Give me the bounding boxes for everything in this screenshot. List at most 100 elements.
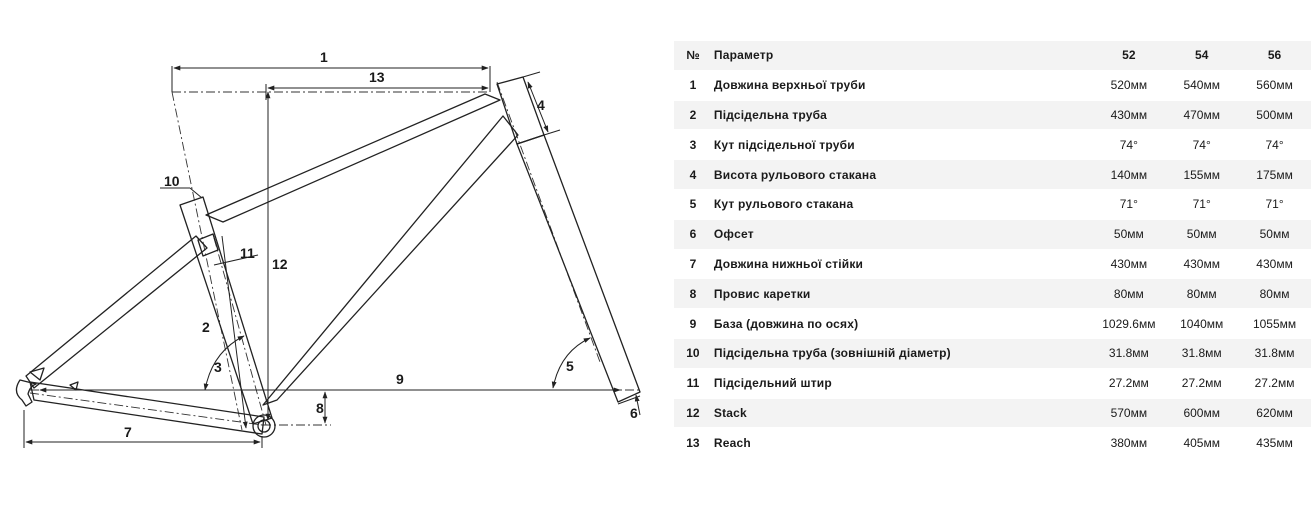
seat-stay xyxy=(25,235,208,389)
bike-frame xyxy=(15,76,641,438)
row-value-52: 430мм xyxy=(1092,249,1166,280)
header-size-56: 56 xyxy=(1238,41,1311,71)
dim-label-9: 9 xyxy=(396,371,404,387)
row-value-56: 27.2мм xyxy=(1238,368,1311,399)
dim-label-8: 8 xyxy=(316,400,324,416)
dim-label-2: 2 xyxy=(202,319,210,335)
row-param-name: Reach xyxy=(711,427,1093,459)
row-num: 10 xyxy=(674,338,712,369)
row-value-52: 71° xyxy=(1092,189,1166,220)
rear-dropout xyxy=(15,379,37,407)
dim-label-1: 1 xyxy=(320,49,328,65)
row-num: 7 xyxy=(674,249,712,280)
row-value-52: 80мм xyxy=(1092,278,1166,310)
row-num: 1 xyxy=(674,70,712,101)
row-param-name: Stack xyxy=(711,398,1093,429)
row-num: 5 xyxy=(674,189,712,220)
row-value-56: 74° xyxy=(1238,129,1311,161)
row-num: 8 xyxy=(674,278,712,310)
row-value-56: 430мм xyxy=(1238,249,1311,280)
row-value-52: 520мм xyxy=(1092,70,1166,101)
row-num: 2 xyxy=(674,100,712,131)
row-value-56: 560мм xyxy=(1238,70,1311,101)
row-param-name: Довжина верхньої труби xyxy=(711,70,1093,101)
row-num: 13 xyxy=(674,427,712,459)
row-value-52: 31.8мм xyxy=(1092,338,1166,369)
row-value-54: 1040мм xyxy=(1165,308,1239,339)
row-param-name: Підсідельний штир xyxy=(711,368,1093,399)
row-value-54: 470мм xyxy=(1165,100,1239,131)
row-value-52: 74° xyxy=(1092,129,1166,161)
row-value-52: 380мм xyxy=(1092,427,1166,459)
row-value-54: 540мм xyxy=(1165,70,1239,101)
row-value-52: 1029.6мм xyxy=(1092,308,1166,339)
dim-label-10: 10 xyxy=(164,173,180,189)
row-value-54: 600мм xyxy=(1165,398,1239,429)
dim-label-6: 6 xyxy=(630,405,638,421)
row-num: 3 xyxy=(674,129,712,161)
frame-geometry-diagram: 1 13 4 10 11 12 2 3 9 5 8 6 7 xyxy=(15,49,641,448)
row-num: 12 xyxy=(674,398,712,429)
row-value-56: 175мм xyxy=(1238,159,1311,190)
dim-label-12: 12 xyxy=(272,256,288,272)
seat-collar xyxy=(197,233,219,257)
row-value-56: 620мм xyxy=(1238,398,1311,429)
dim-label-3: 3 xyxy=(214,359,222,375)
row-num: 4 xyxy=(674,159,712,190)
row-param-name: Офсет xyxy=(711,219,1093,250)
bottom-bracket xyxy=(252,414,276,438)
dim-label-4: 4 xyxy=(537,97,545,113)
row-value-56: 71° xyxy=(1238,189,1311,220)
dim-label-7: 7 xyxy=(124,424,132,440)
row-value-56: 1055мм xyxy=(1238,308,1311,339)
row-param-name: Кут рульового стакана xyxy=(711,189,1093,220)
row-value-52: 50мм xyxy=(1092,219,1166,250)
fork xyxy=(516,134,641,403)
row-value-54: 405мм xyxy=(1165,427,1239,459)
chain-stay xyxy=(29,381,265,435)
row-param-name: Довжина нижньої стійки xyxy=(711,249,1093,280)
row-value-56: 500мм xyxy=(1238,100,1311,131)
row-param-name: База (довжина по осях) xyxy=(711,308,1093,339)
row-value-52: 570мм xyxy=(1092,398,1166,429)
table-header-row: № Параметр 52 54 56 xyxy=(674,41,1311,71)
row-value-56: 50мм xyxy=(1238,219,1311,250)
row-value-56: 80мм xyxy=(1238,278,1311,310)
row-value-54: 31.8мм xyxy=(1165,338,1239,369)
top-tube xyxy=(205,93,501,223)
dim-label-5: 5 xyxy=(566,358,574,374)
dim-label-11: 11 xyxy=(240,245,255,261)
row-value-56: 435мм xyxy=(1238,427,1311,459)
row-value-54: 155мм xyxy=(1165,159,1239,190)
row-value-52: 140мм xyxy=(1092,159,1166,190)
header-num: № xyxy=(674,41,712,71)
row-value-56: 31.8мм xyxy=(1238,338,1311,369)
header-param: Параметр xyxy=(711,41,1093,71)
row-param-name: Підсідельна труба (зовнішній діаметр) xyxy=(711,338,1093,369)
row-num: 9 xyxy=(674,308,712,339)
dimension-labels: 1 13 4 10 11 12 2 3 9 5 8 6 7 xyxy=(124,49,638,440)
down-tube xyxy=(262,115,519,406)
row-value-54: 74° xyxy=(1165,129,1239,161)
row-param-name: Провис каретки xyxy=(711,278,1093,310)
row-value-54: 430мм xyxy=(1165,249,1239,280)
row-num: 11 xyxy=(674,368,712,399)
header-size-52: 52 xyxy=(1092,41,1166,71)
dim-label-13: 13 xyxy=(369,69,385,85)
row-value-54: 50мм xyxy=(1165,219,1239,250)
row-value-52: 430мм xyxy=(1092,100,1166,131)
